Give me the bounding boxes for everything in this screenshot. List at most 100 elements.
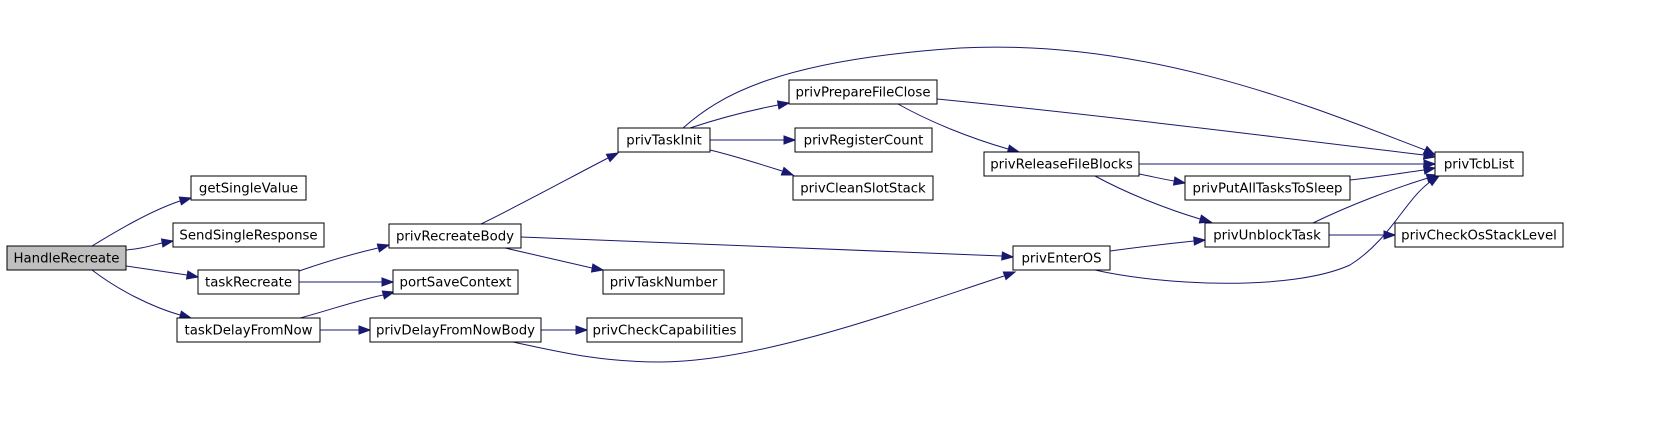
edge-taskdelayfromnow-to-portsavecontext	[299, 290, 396, 319]
edge-line-priventeros-to-privtcblist	[1094, 181, 1431, 284]
node-privcleanslotstack[interactable]: privCleanSlotStack	[792, 175, 934, 201]
edge-line-handlerecreate-to-getsinglevalue	[91, 200, 181, 247]
node-privdelayfromnowbody[interactable]: privDelayFromNowBody	[369, 317, 542, 343]
edge-line-privunblocktask-to-privtcblist	[1312, 177, 1429, 224]
edge-line-privtaskinit-to-privpreparefileclose	[689, 104, 779, 129]
edge-line-privtaskinit-to-privcleanslotstack	[709, 149, 783, 172]
call-edges	[91, 46, 1441, 363]
edge-arrowhead-taskrecreate-to-privrecreatebody	[376, 243, 391, 253]
edge-arrowhead-privreleasefileblocks-to-privtcblist	[1423, 159, 1437, 169]
node-privcheckosstacklevel[interactable]: privCheckOsStackLevel	[1394, 222, 1564, 248]
edge-line-taskdelayfromnow-to-portsavecontext	[299, 294, 384, 319]
edge-arrowhead-privtaskinit-to-privcleanslotstack	[780, 166, 795, 176]
node-label-privtaskinit: privTaskInit	[626, 134, 701, 149]
edge-arrowhead-priventeros-to-privunblocktask	[1193, 236, 1207, 246]
edge-line-privreleasefileblocks-to-privputalltaskstosleep	[1138, 173, 1175, 182]
edge-privdelayfromnowbody-to-priventeros	[512, 271, 1017, 363]
node-label-privcheckosstacklevel: privCheckOsStackLevel	[1401, 229, 1557, 244]
edge-privreleasefileblocks-to-privputalltaskstosleep	[1138, 173, 1187, 186]
edge-arrowhead-privdelayfromnowbody-to-priventeros	[1002, 271, 1017, 281]
edge-arrowhead-handlerecreate-to-taskrecreate	[185, 270, 200, 280]
edge-arrowhead-taskdelayfromnow-to-portsavecontext	[381, 290, 396, 300]
edge-privtaskinit-to-privpreparefileclose	[689, 100, 791, 129]
edge-arrowhead-privreleasefileblocks-to-privputalltaskstosleep	[1172, 176, 1187, 186]
edge-line-privreleasefileblocks-to-privunblocktask	[1094, 175, 1201, 220]
edge-taskrecreate-to-privrecreatebody	[298, 243, 391, 272]
edge-priventeros-to-privunblocktask	[1109, 236, 1207, 252]
edge-taskdelayfromnow-to-privdelayfromnowbody	[320, 325, 372, 335]
edge-arrowhead-privtaskinit-to-privregistercount	[783, 135, 797, 145]
node-getsinglevalue[interactable]: getSingleValue	[190, 175, 307, 201]
node-privtcblist[interactable]: privTcbList	[1434, 151, 1524, 177]
node-privreleasefileblocks[interactable]: privReleaseFileBlocks	[983, 151, 1140, 177]
edge-privtaskinit-to-privcleanslotstack	[709, 149, 795, 176]
node-label-privtcblist: privTcbList	[1444, 158, 1514, 173]
edge-line-handlerecreate-to-taskdelayfromnow	[91, 269, 181, 316]
node-label-privpreparefileclose: privPrepareFileClose	[795, 86, 930, 101]
edge-line-privrecreatebody-to-privtaskinit	[480, 157, 609, 225]
node-label-privcleanslotstack: privCleanSlotStack	[800, 182, 926, 197]
edge-line-privdelayfromnowbody-to-priventeros	[512, 275, 1005, 363]
edge-privpreparefileclose-to-privtcblist	[936, 98, 1437, 160]
edge-privunblocktask-to-privcheckosstacklevel	[1329, 230, 1397, 240]
edge-arrowhead-privdelayfromnowbody-to-privcheckcapabilities	[575, 325, 589, 335]
node-label-taskrecreate: taskRecreate	[205, 276, 292, 291]
node-label-privtasknumber: privTaskNumber	[610, 276, 718, 291]
node-privunblocktask[interactable]: privUnblockTask	[1204, 222, 1330, 248]
edge-arrowhead-privunblocktask-to-privcheckosstacklevel	[1383, 230, 1397, 240]
node-label-privunblocktask: privUnblockTask	[1213, 229, 1321, 244]
edge-privrecreatebody-to-privtasknumber	[504, 247, 605, 273]
edge-taskrecreate-to-portsavecontext	[299, 277, 395, 287]
edge-privunblocktask-to-privtcblist	[1312, 173, 1440, 224]
node-portsavecontext[interactable]: portSaveContext	[392, 269, 519, 295]
node-label-handlerecreate: HandleRecreate	[14, 252, 120, 267]
node-label-privrecreatebody: privRecreateBody	[396, 230, 514, 245]
node-label-privdelayfromnowbody: privDelayFromNowBody	[376, 324, 535, 339]
edge-line-privrecreatebody-to-privtasknumber	[504, 247, 593, 269]
edge-line-privputalltaskstosleep-to-privtcblist	[1349, 169, 1425, 181]
edge-privputalltaskstosleep-to-privtcblist	[1349, 165, 1437, 181]
node-taskdelayfromnow[interactable]: taskDelayFromNow	[176, 317, 321, 343]
node-sendsingleresponse[interactable]: SendSingleResponse	[172, 222, 325, 248]
node-privtaskinit[interactable]: privTaskInit	[617, 127, 711, 153]
edge-privrecreatebody-to-priventeros	[520, 236, 1015, 261]
edge-arrowhead-privrecreatebody-to-privtasknumber	[590, 263, 605, 273]
node-label-sendsingleresponse: SendSingleResponse	[179, 229, 317, 244]
node-label-priventeros: privEnterOS	[1021, 252, 1101, 267]
edge-line-handlerecreate-to-sendsingleresponse	[125, 242, 163, 251]
node-priventeros[interactable]: privEnterOS	[1012, 245, 1111, 271]
node-privpreparefileclose[interactable]: privPrepareFileClose	[788, 79, 938, 105]
edge-line-privrecreatebody-to-priventeros	[520, 236, 1003, 257]
edge-privtaskinit-to-privregistercount	[710, 135, 797, 145]
edge-privdelayfromnowbody-to-privcheckcapabilities	[541, 325, 589, 335]
node-handlerecreate[interactable]: HandleRecreate	[6, 245, 127, 271]
edge-handlerecreate-to-taskdelayfromnow	[91, 269, 193, 320]
edge-arrowhead-privreleasefileblocks-to-privunblocktask	[1198, 214, 1213, 224]
edge-line-priventeros-to-privunblocktask	[1109, 240, 1195, 252]
edge-line-privpreparefileclose-to-privtcblist	[936, 98, 1425, 156]
edge-line-taskrecreate-to-privrecreatebody	[298, 247, 379, 272]
edge-line-privtaskinit-to-privtcblist	[682, 46, 1426, 151]
edge-privrecreatebody-to-privtaskinit	[480, 152, 620, 225]
node-taskrecreate[interactable]: taskRecreate	[197, 269, 300, 295]
edge-arrowhead-privpreparefileclose-to-privtcblist	[1422, 150, 1437, 160]
edge-arrowhead-privrecreatebody-to-privtaskinit	[605, 152, 620, 163]
edge-arrowhead-privtaskinit-to-privpreparefileclose	[776, 100, 791, 110]
node-label-privreleasefileblocks: privReleaseFileBlocks	[990, 158, 1133, 173]
edge-arrowhead-handlerecreate-to-sendsingleresponse	[160, 238, 175, 248]
node-privcheckcapabilities[interactable]: privCheckCapabilities	[586, 317, 743, 343]
node-label-getsinglevalue: getSingleValue	[199, 182, 298, 197]
node-label-taskdelayfromnow: taskDelayFromNow	[184, 324, 312, 339]
node-label-privcheckcapabilities: privCheckCapabilities	[593, 324, 737, 339]
edge-handlerecreate-to-taskrecreate	[125, 265, 200, 280]
edge-arrowhead-taskdelayfromnow-to-privdelayfromnowbody	[358, 325, 372, 335]
node-label-privputalltaskstosleep: privPutAllTasksToSleep	[1193, 182, 1343, 197]
node-privrecreatebody[interactable]: privRecreateBody	[388, 223, 522, 249]
node-privputalltaskstosleep[interactable]: privPutAllTasksToSleep	[1184, 175, 1351, 201]
node-privregistercount[interactable]: privRegisterCount	[794, 127, 933, 153]
edge-line-handlerecreate-to-taskrecreate	[125, 265, 188, 276]
edge-arrowhead-privrecreatebody-to-priventeros	[1001, 251, 1015, 261]
node-privtasknumber[interactable]: privTaskNumber	[602, 269, 725, 295]
edge-handlerecreate-to-getsinglevalue	[91, 196, 193, 247]
